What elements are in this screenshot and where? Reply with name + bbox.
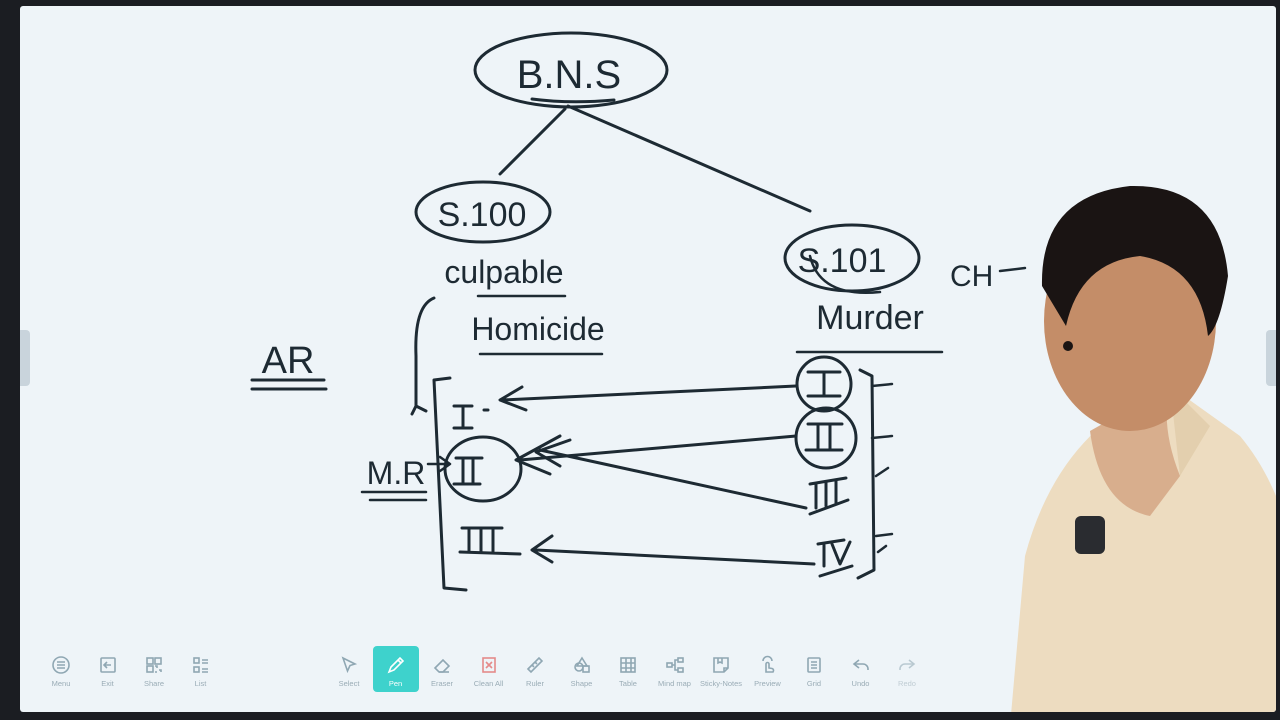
grid-label: Grid [806,679,822,688]
shape-icon [573,656,590,673]
undo-icon [852,659,869,670]
cursor-icon [341,656,358,674]
list-icon [192,657,208,673]
toolbar-main: Select Pen Eraser Clean All Ruler Shape … [326,644,931,692]
left-brace [410,296,436,416]
undo-button[interactable]: Undo [838,646,884,692]
select-label: Select [338,679,360,688]
left-numeral-1 [452,404,490,430]
right-bracket [856,368,876,580]
right-panel-tab[interactable] [1266,330,1276,386]
right-numeral-1 [806,370,842,398]
sticky-notes-label: Sticky-Notes [699,679,743,688]
exit-button[interactable]: Exit [85,646,131,692]
redo-label: Redo [898,679,916,688]
s100-text: S.100 [438,196,527,234]
redo-button[interactable]: Redo [884,646,930,692]
grid-button[interactable]: Grid [791,646,837,692]
shape-label: Shape [570,679,593,688]
ink-layer: B.N.S S.100 S.101 culpable Homicide Murd… [250,31,1027,592]
s101-text: S.101 [798,242,887,280]
arrow-3 [534,438,808,510]
exit-label: Exit [101,679,114,688]
toolbar-left: Menu Exit Share List [38,644,224,692]
pen-tool-button[interactable]: Pen [372,646,419,692]
clean-all-button[interactable]: Clean All [466,646,512,692]
eraser-tool-button[interactable]: Eraser [419,646,465,692]
share-button[interactable]: Share [131,646,177,692]
eraser-icon [433,658,451,673]
mind-map-button[interactable]: Mind map [652,646,698,692]
pen-icon [387,656,404,674]
table-icon [620,657,636,673]
right-numeral-1-circle [795,355,853,413]
menu-icon [52,656,70,674]
share-icon [146,657,162,673]
presenter-person [1011,185,1276,712]
preview-button[interactable]: Preview [745,646,791,692]
share-label: Share [143,679,164,688]
preview-icon [761,655,774,673]
pen-label: Pen [388,679,403,688]
clean-all-label: Clean All [473,679,504,688]
mind-map-label: Mind map [658,679,691,688]
sticky-notes-button[interactable]: Sticky-Notes [698,646,744,692]
right-numeral-3 [808,476,850,516]
right-numeral-2-circle [794,406,858,470]
s100-ellipse [414,180,552,244]
eraser-label: Eraser [430,679,454,688]
exit-icon [99,657,116,673]
grid-icon [807,657,821,673]
title-text: B.N.S [517,53,621,97]
homicide-text: Homicide [471,311,604,347]
select-tool-button[interactable]: Select [326,646,372,692]
murder-text: Murder [816,299,924,337]
shape-tool-button[interactable]: Shape [559,646,605,692]
ruler-icon [526,656,544,674]
left-numeral-2 [452,456,484,486]
undo-label: Undo [851,679,870,688]
ruler-tool-button[interactable]: Ruler [512,646,558,692]
arrow-1 [498,384,798,412]
branch-right [566,104,812,213]
left-numeral-3 [458,526,522,556]
clean-all-icon [481,657,496,673]
mr-text: M.R [367,455,426,491]
list-label: List [194,679,207,688]
culpable-text: culpable [444,254,563,290]
whiteboard-canvas[interactable]: B.N.S S.100 S.101 culpable Homicide Murd… [20,6,1276,712]
preview-label: Preview [754,679,781,688]
menu-button[interactable]: Menu [38,646,84,692]
ruler-label: Ruler [526,679,544,688]
table-tool-button[interactable]: Table [605,646,651,692]
list-button[interactable]: List [178,646,224,692]
right-numeral-2 [804,422,844,452]
redo-icon [899,659,916,670]
left-numeral-2-circle [443,435,523,503]
arrow-4 [530,534,816,566]
ar-text: AR [262,340,315,382]
left-bracket [432,376,468,592]
right-numeral-4 [816,538,854,578]
sticky-notes-icon [713,657,729,673]
branch-left [498,107,567,176]
table-label: Table [619,679,637,688]
menu-label: Menu [51,679,71,688]
mind-map-icon [665,657,684,673]
ch-text: CH [950,260,993,293]
left-panel-tab[interactable] [20,330,30,386]
